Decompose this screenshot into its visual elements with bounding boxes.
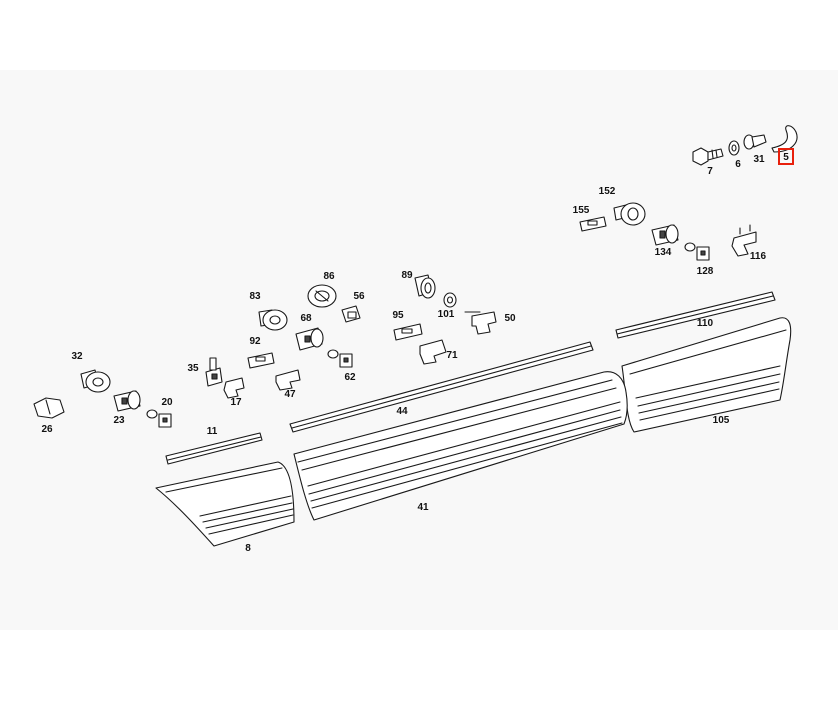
part-128-fastener[interactable] [684, 242, 710, 261]
part-101-washer[interactable] [443, 292, 457, 308]
callout-50[interactable]: 50 [504, 313, 516, 324]
callout-110[interactable]: 110 [697, 318, 714, 329]
callout-26[interactable]: 26 [41, 424, 53, 435]
part-62-fastener[interactable] [327, 349, 353, 368]
callout-23[interactable]: 23 [113, 415, 125, 426]
part-31-spacer[interactable] [743, 134, 767, 150]
callout-134[interactable]: 134 [655, 247, 672, 258]
callout-11[interactable]: 11 [207, 426, 218, 437]
part-155-clip[interactable] [579, 216, 607, 232]
part-47-bracket[interactable] [275, 369, 301, 391]
callout-5[interactable]: 5 [783, 152, 789, 163]
part-152-grommet[interactable] [613, 202, 646, 226]
callout-128[interactable]: 128 [697, 266, 714, 277]
part-23-clip[interactable] [113, 390, 141, 412]
part-5-hook[interactable] [771, 125, 798, 153]
part-116-bracket[interactable] [731, 224, 757, 257]
part-35-clip[interactable] [205, 357, 223, 387]
callout-41[interactable]: 41 [417, 502, 429, 513]
callout-17[interactable]: 17 [230, 397, 242, 408]
part-7-bolt[interactable] [692, 147, 724, 166]
callout-62[interactable]: 62 [344, 372, 356, 383]
part-6-washer[interactable] [728, 140, 740, 156]
callout-68[interactable]: 68 [300, 313, 312, 324]
part-17-bracket[interactable] [223, 377, 245, 399]
part-110-strip[interactable] [615, 291, 776, 339]
part-44-strip[interactable] [289, 341, 594, 433]
callout-47[interactable]: 47 [284, 389, 296, 400]
callout-155[interactable]: 155 [573, 205, 590, 216]
part-68-clip[interactable] [295, 327, 324, 351]
part-20-fastener[interactable] [146, 409, 172, 428]
callout-35[interactable]: 35 [187, 363, 199, 374]
callout-8[interactable]: 8 [245, 543, 251, 554]
callout-7[interactable]: 7 [707, 166, 713, 177]
part-95-clip[interactable] [393, 323, 423, 341]
part-56-nut[interactable] [341, 305, 361, 323]
callout-44[interactable]: 44 [396, 406, 408, 417]
callout-6[interactable]: 6 [735, 159, 741, 170]
part-89-grommet[interactable] [414, 274, 436, 299]
callout-101[interactable]: 101 [438, 309, 455, 320]
callout-116[interactable]: 116 [750, 251, 767, 262]
callout-83[interactable]: 83 [249, 291, 261, 302]
callout-89[interactable]: 89 [401, 270, 413, 281]
callout-31[interactable]: 31 [753, 154, 765, 165]
callout-20[interactable]: 20 [161, 397, 173, 408]
part-26-bracket[interactable] [33, 397, 65, 419]
part-11-strip[interactable] [165, 432, 263, 465]
part-32-grommet[interactable] [80, 369, 111, 393]
callout-95[interactable]: 95 [392, 310, 404, 321]
callout-56[interactable]: 56 [353, 291, 365, 302]
callout-105[interactable]: 105 [713, 415, 730, 426]
callout-highlight-box [778, 148, 794, 165]
part-50-bracket[interactable] [464, 311, 497, 335]
callout-71[interactable]: 71 [446, 350, 458, 361]
part-105-rear-panel[interactable] [621, 317, 792, 433]
part-71-clip[interactable] [419, 339, 447, 365]
callout-152[interactable]: 152 [599, 186, 616, 197]
callout-92[interactable]: 92 [249, 336, 261, 347]
callout-86[interactable]: 86 [323, 271, 335, 282]
part-92-clip[interactable] [247, 352, 275, 369]
part-134-clip[interactable] [651, 224, 679, 246]
callout-32[interactable]: 32 [71, 351, 83, 362]
part-86-grommet[interactable] [307, 284, 337, 308]
part-41-center-panel[interactable] [293, 371, 628, 521]
part-8-front-panel[interactable] [155, 461, 295, 547]
part-83-grommet[interactable] [258, 309, 288, 331]
